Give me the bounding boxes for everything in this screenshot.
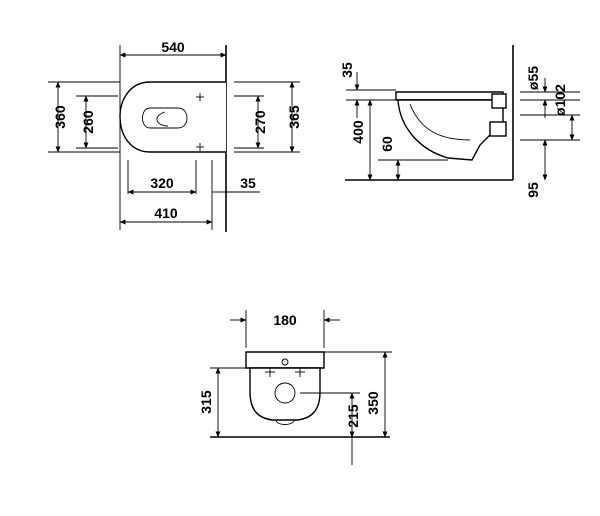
dim-label-55: ø55 [525, 66, 541, 90]
side-view-flush-connector [491, 93, 507, 109]
dim-label-215: 215 [345, 404, 361, 428]
side-view-bowl-inner [409, 103, 471, 141]
dim-label-360: 360 [52, 105, 68, 129]
dim-label-95: 95 [525, 182, 541, 198]
top-view-fixing-marks [196, 93, 204, 151]
front-view-flush-hole [281, 358, 289, 366]
dim-label-35-top-view: 35 [240, 175, 256, 191]
dim-label-365: 365 [286, 105, 302, 129]
front-view-foot [275, 419, 295, 425]
front-view-waste-outlet [274, 382, 296, 404]
front-view-bowl [249, 367, 321, 421]
front-view-fixing-marks [265, 367, 305, 377]
dim-label-180: 180 [273, 312, 297, 328]
dim-label-35-side-view: 35 [339, 62, 355, 78]
side-view-bowl [397, 99, 504, 161]
side-view-waste-connector [489, 121, 507, 137]
dim-label-400: 400 [350, 120, 366, 144]
side-view: 35 400 60 ø55 ø102 95 [339, 45, 580, 198]
dim-label-60: 60 [379, 136, 395, 152]
side-view-seat-lid [395, 91, 504, 101]
dim-label-270: 270 [252, 110, 268, 134]
dim-label-410: 410 [154, 205, 178, 221]
dim-label-102: ø102 [552, 84, 568, 116]
top-view-bowl-outline [119, 81, 226, 153]
dim-label-540: 540 [161, 39, 185, 55]
dim-label-315: 315 [198, 390, 214, 414]
dim-label-350: 350 [365, 391, 381, 415]
top-view-bowl-opening [142, 107, 188, 129]
top-view-bowl-inner-curve [156, 111, 169, 127]
front-view: 180 315 215 350 [198, 310, 392, 465]
dim-label-260: 260 [80, 110, 96, 134]
front-view-lid [245, 351, 325, 369]
top-view: 540 320 410 35 360 260 270 365 [48, 39, 302, 232]
dim-label-320: 320 [150, 175, 174, 191]
